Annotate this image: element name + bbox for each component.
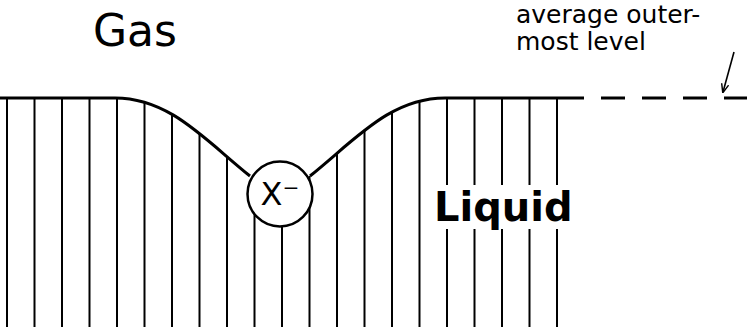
annotation-label: average outer-most level — [516, 1, 742, 55]
hatch-line — [419, 90, 421, 327]
hatch-line — [226, 90, 228, 327]
leader-arrow — [723, 52, 734, 92]
hatch-line — [34, 90, 36, 327]
hatch-line — [116, 90, 118, 327]
hatch-line — [144, 90, 146, 327]
ion-circle: X⁻ — [246, 160, 314, 228]
hatch-line — [336, 90, 338, 327]
hatch-line — [391, 90, 393, 327]
hatch-line — [171, 90, 173, 327]
hatch-line — [61, 90, 63, 327]
hatch-line — [6, 90, 8, 327]
average-level-dashed-line — [560, 97, 747, 100]
phase-label: Gas — [93, 6, 177, 57]
ion-symbol: X⁻ — [246, 160, 314, 228]
hatch-line — [364, 90, 366, 327]
hatch-line — [199, 90, 201, 327]
phase-label: Liquid — [430, 185, 577, 229]
hatch-line — [89, 90, 91, 327]
